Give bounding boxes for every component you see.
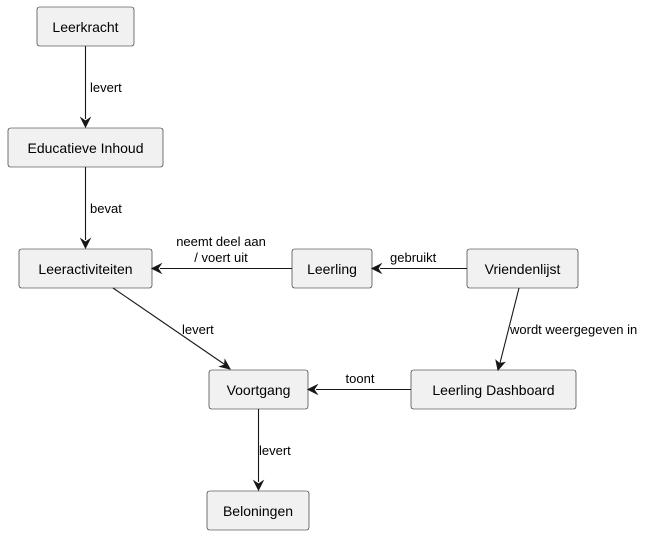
node-leeractiviteiten[interactable]: Leeractiviteiten: [18, 248, 153, 289]
edge-label-voert-uit: / voert uit: [194, 250, 248, 265]
edge-label-wordt-weergegeven-in: wordt weergegeven in: [509, 322, 637, 337]
node-voortgang-label: Voortgang: [227, 382, 291, 398]
edge-label-bevat: bevat: [90, 201, 122, 216]
edge-label-toont: toont: [346, 371, 375, 386]
node-leerling-label: Leerling: [307, 261, 357, 277]
node-beloningen[interactable]: Beloningen: [206, 490, 310, 531]
edge-label-levert-1: levert: [90, 80, 122, 95]
node-vriendenlijst-label: Vriendenlijst: [485, 261, 561, 277]
edge-label-gebruikt: gebruikt: [390, 250, 437, 265]
edge-label-neemt-deel-aan: neemt deel aan: [176, 234, 266, 249]
node-leerling-dashboard[interactable]: Leerling Dashboard: [410, 369, 577, 410]
node-vriendenlijst[interactable]: Vriendenlijst: [466, 248, 579, 289]
node-voortgang[interactable]: Voortgang: [208, 369, 309, 410]
node-leerling-dashboard-label: Leerling Dashboard: [432, 382, 554, 398]
node-leerkracht-label: Leerkracht: [52, 19, 118, 35]
edge-vriendenlijst-to-leerling: gebruikt: [370, 250, 467, 275]
edge-leeractiviteiten-to-voortgang: levert: [112, 287, 231, 370]
edge-leerling-dashboard-to-voortgang: toont: [306, 371, 411, 396]
node-educatieve-inhoud[interactable]: Educatieve Inhoud: [7, 127, 164, 168]
edge-vriendenlijst-to-leerling-dashboard: wordt weergegeven in: [495, 287, 637, 372]
edge-leerkracht-to-educatieve-inhoud: levert: [79, 46, 122, 129]
edge-voortgang-to-beloningen: levert: [252, 409, 291, 492]
edge-leerling-to-leeractiviteiten: neemt deel aan / voert uit: [150, 234, 292, 275]
node-leeractiviteiten-label: Leeractiviteiten: [38, 261, 132, 277]
edge-label-levert-2: levert: [182, 322, 214, 337]
node-leerkracht[interactable]: Leerkracht: [36, 6, 135, 47]
node-beloningen-label: Beloningen: [223, 503, 293, 519]
node-educatieve-inhoud-label: Educatieve Inhoud: [28, 140, 144, 156]
node-leerling[interactable]: Leerling: [291, 248, 373, 289]
edge-educatieve-inhoud-to-leeractiviteiten: bevat: [79, 167, 122, 250]
edge-label-levert-3: levert: [259, 443, 291, 458]
